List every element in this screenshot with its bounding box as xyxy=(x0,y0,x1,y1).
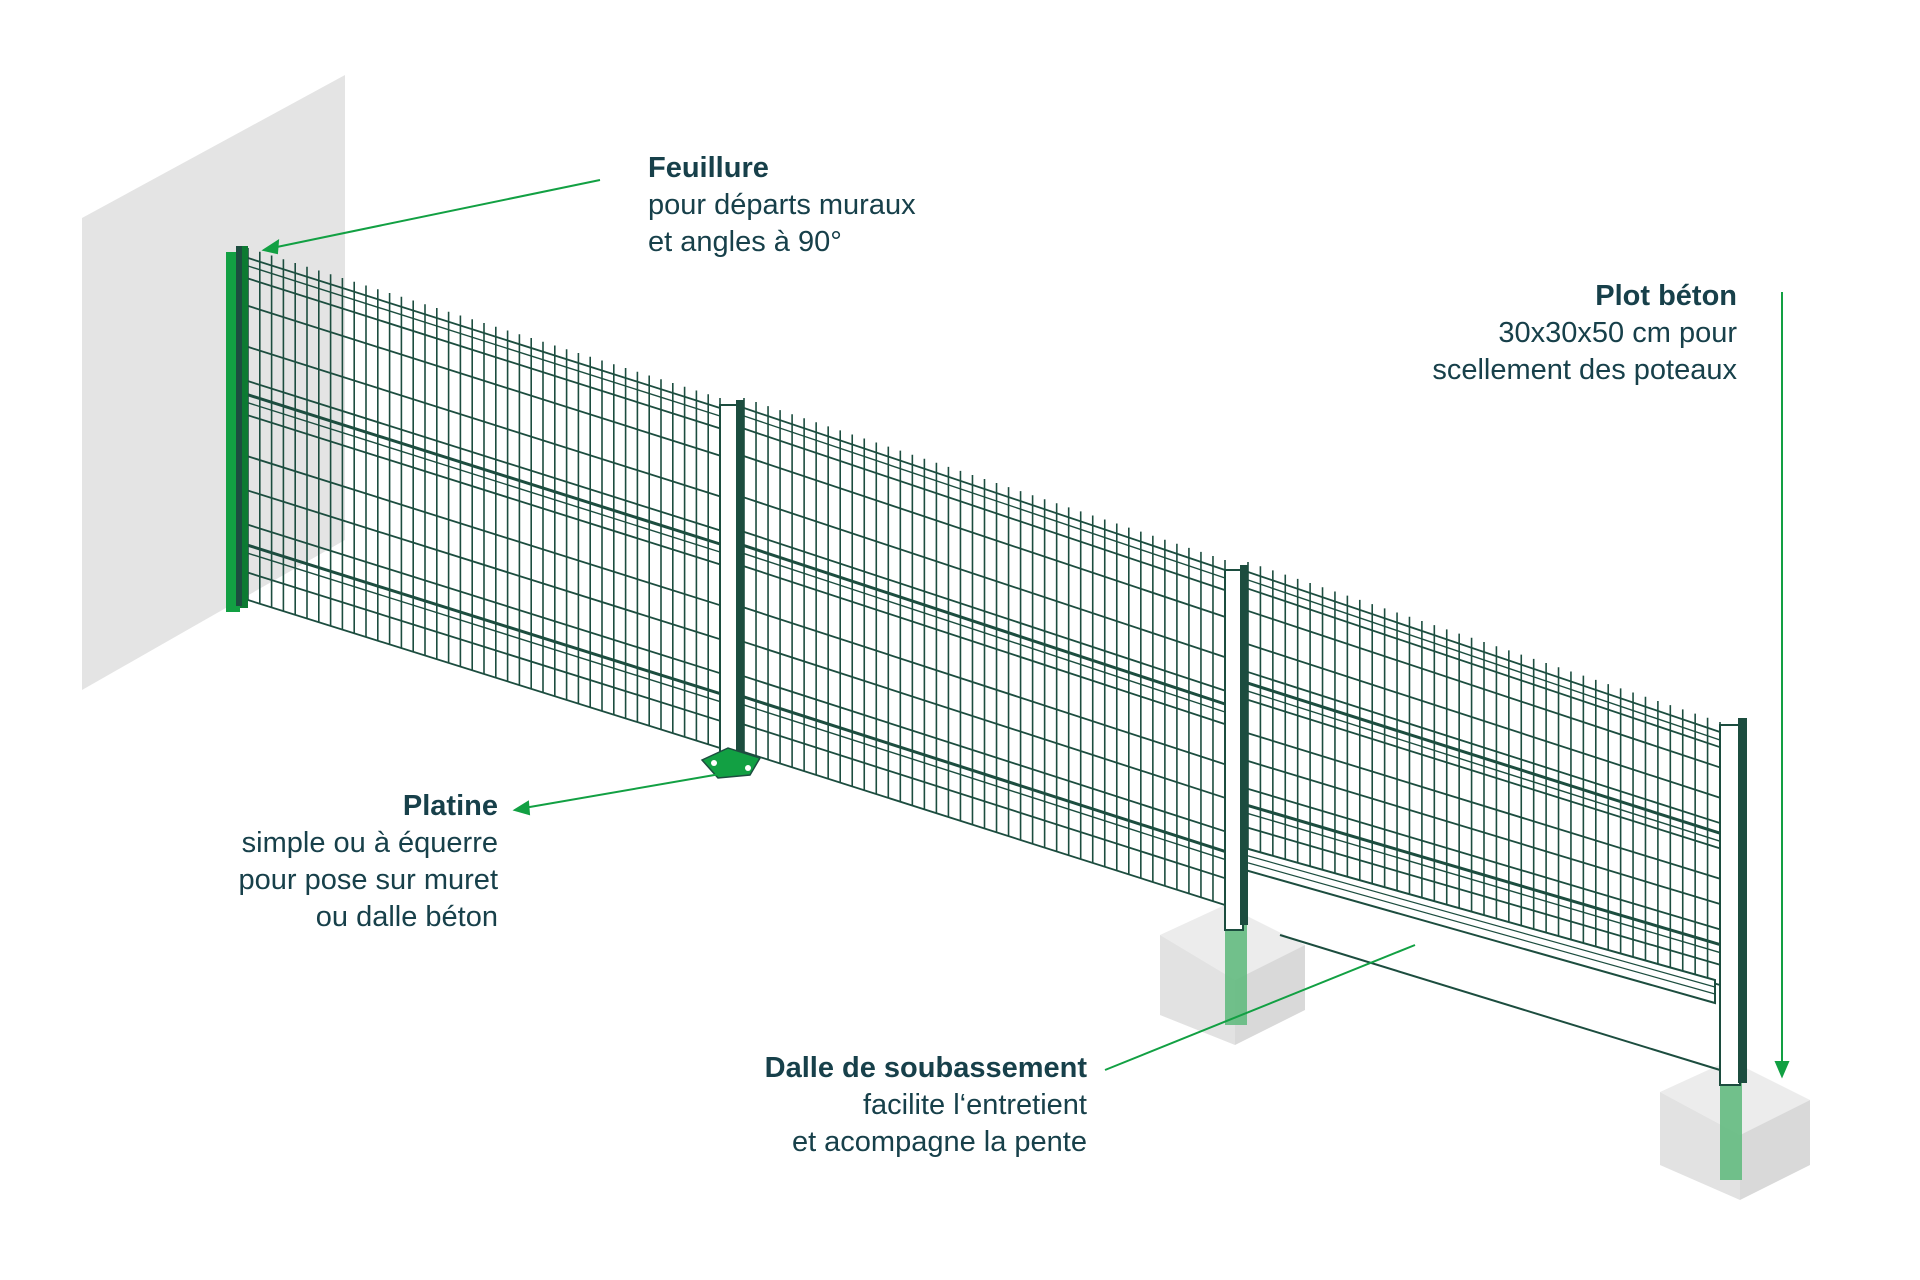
mesh-panel-2 xyxy=(743,398,1226,906)
leader-platine xyxy=(523,772,727,809)
label-platine-title: Platine xyxy=(402,790,498,822)
post-3 xyxy=(1224,565,1248,931)
post-embed-middle xyxy=(1225,925,1247,1025)
platine-plate xyxy=(700,747,762,779)
label-platine-line: simple ou à équerre xyxy=(241,827,498,859)
leader-lines xyxy=(261,179,1790,1079)
arrow-feuillure xyxy=(261,239,280,255)
post-2 xyxy=(719,400,744,761)
label-dalle-line: facilite l‘entretient xyxy=(862,1089,1087,1121)
label-feuillure: Feuillure pour départs muraux et angles … xyxy=(648,150,916,261)
label-platine-line: pour pose sur muret xyxy=(238,864,498,896)
label-dalle-title: Dalle de soubassement xyxy=(764,1052,1087,1084)
label-feuillure-line: et angles à 90° xyxy=(648,226,842,258)
post-wall-feuillure xyxy=(226,246,248,612)
leader-dalle xyxy=(1104,944,1416,1071)
label-plot-line: 30x30x50 cm pour xyxy=(1498,317,1737,349)
soubassement-slab xyxy=(1244,846,1716,1005)
arrow-platine xyxy=(512,800,531,816)
post-embed-right xyxy=(1720,1080,1742,1180)
label-dalle-line: et acompagne la pente xyxy=(791,1126,1087,1158)
label-plot-line: scellement des poteaux xyxy=(1432,354,1737,386)
label-plot-title: Plot béton xyxy=(1595,280,1737,312)
label-feuillure-line: pour départs muraux xyxy=(648,189,916,221)
mesh-panel-1 xyxy=(247,248,721,749)
wall xyxy=(82,75,345,690)
label-platine: Platine simple ou à équerre pour pose su… xyxy=(238,788,498,936)
leader-feuillure xyxy=(271,179,601,249)
soubassement-outline xyxy=(1279,934,1721,1071)
label-dalle-soubassement: Dalle de soubassement facilite l‘entreti… xyxy=(765,1050,1087,1161)
arrow-plot xyxy=(1774,1061,1790,1079)
label-plot-beton: Plot béton 30x30x50 cm pour scellement d… xyxy=(1432,278,1737,389)
label-platine-line: ou dalle béton xyxy=(315,901,498,933)
label-feuillure-title: Feuillure xyxy=(648,152,769,184)
post-4 xyxy=(1719,718,1747,1086)
